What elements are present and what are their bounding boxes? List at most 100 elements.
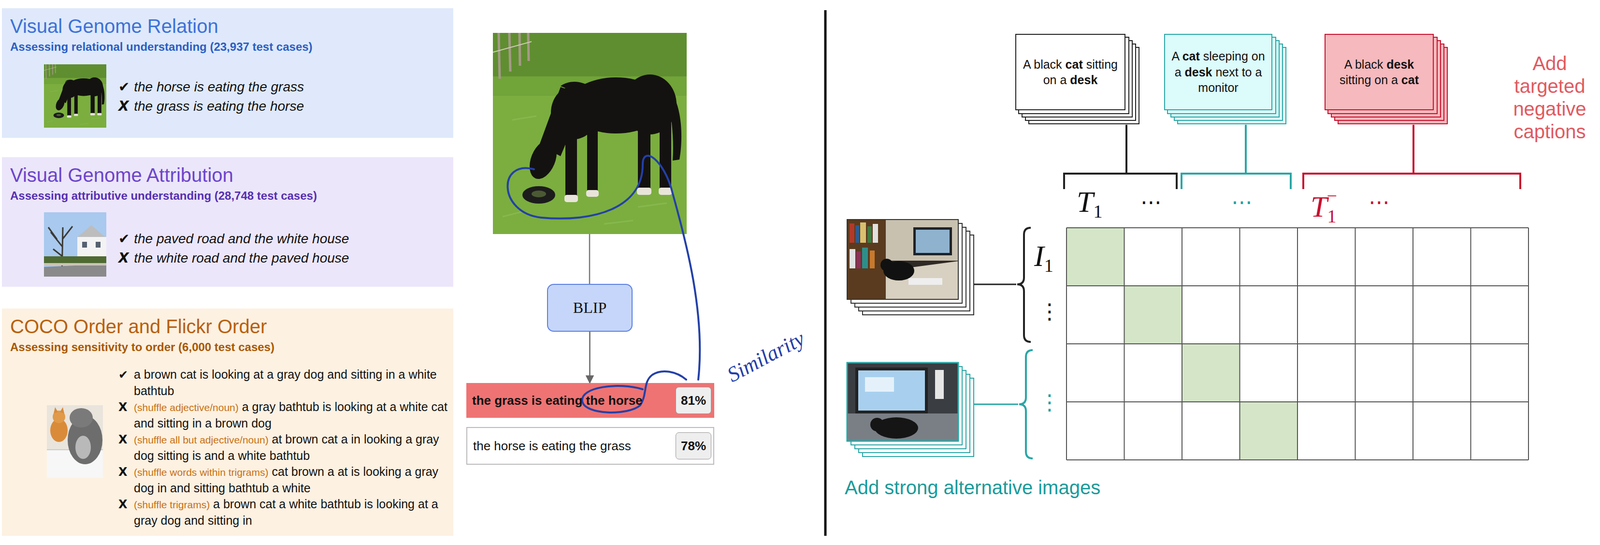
verdict-mark: ✔ bbox=[118, 78, 134, 96]
text-group: A cat sleeping on a desk next to a monit… bbox=[1169, 48, 1267, 96]
handwritten-annotation bbox=[582, 371, 687, 413]
perturbation-tag: (shuffle all but adjective/noun) bbox=[133, 433, 269, 446]
panel-subtitle: Assessing attributive understanding (28,… bbox=[10, 188, 318, 202]
cat-dog-thumbnail bbox=[75, 435, 91, 459]
cat-dog-thumbnail bbox=[59, 406, 65, 414]
cat-dog-thumbnail bbox=[53, 406, 58, 414]
image-stack bbox=[849, 222, 879, 269]
image-stack bbox=[858, 370, 925, 411]
image-stack bbox=[885, 219, 959, 261]
ellipsis: ⋮ bbox=[1038, 391, 1061, 413]
image-stack bbox=[880, 258, 894, 272]
image-stack bbox=[885, 260, 959, 300]
horse-thumbnail bbox=[43, 64, 107, 128]
image-stack bbox=[847, 219, 974, 315]
handwritten-annotation bbox=[507, 155, 700, 413]
text-line: A cat sleeping on a desk next to a monit… bbox=[1169, 48, 1267, 96]
image-stack bbox=[847, 219, 959, 300]
caption-text: the horse is eating the grass bbox=[473, 438, 632, 453]
ellipsis: ⋮ bbox=[1038, 389, 1061, 415]
text-group: ✔the paved road and the white house bbox=[118, 230, 447, 248]
bracket bbox=[1181, 124, 1291, 189]
matrix-axis-label: T bbox=[1310, 189, 1327, 223]
annotation-text: Add strong alternative images bbox=[844, 475, 1101, 499]
image-stack bbox=[872, 223, 879, 243]
cat-dog-thumbnail bbox=[50, 418, 68, 442]
text-line: ✔the paved road and the white house bbox=[118, 230, 447, 248]
annotation-text: Similarity bbox=[722, 325, 809, 388]
ellipsis: ⋮ bbox=[1038, 300, 1061, 322]
text-line: A black cat sitting on a desk bbox=[1021, 56, 1120, 88]
image-stack bbox=[849, 223, 855, 243]
caption-text: a brown cat is looking at a gray dog and… bbox=[133, 367, 437, 398]
ellipsis: ⋯ bbox=[1140, 191, 1162, 213]
image-stack bbox=[850, 223, 963, 303]
link-line bbox=[973, 283, 1017, 286]
horse-photo bbox=[492, 32, 687, 234]
text-line: the horse is eating the grass bbox=[473, 438, 676, 454]
verdict-mark: X bbox=[118, 463, 134, 480]
benchmark-panel: Visual Genome AttributionAssessing attri… bbox=[1, 157, 454, 287]
text-group: 81% bbox=[680, 392, 707, 408]
caption-score-bar: the horse is eating the grass78% bbox=[466, 426, 715, 465]
image-stack bbox=[862, 377, 974, 457]
image-stack bbox=[869, 250, 875, 269]
text-line: Assessing sensitivity to order (6,000 te… bbox=[10, 340, 446, 355]
street-thumbnail bbox=[43, 263, 107, 277]
similarity-matrix bbox=[1066, 227, 1125, 286]
text-line: Assessing attributive understanding (28,… bbox=[10, 188, 446, 203]
key-word: cat bbox=[1401, 72, 1419, 87]
brace bbox=[1017, 227, 1031, 342]
key-word: desk bbox=[1386, 57, 1414, 72]
text-group: Visual Genome Relation bbox=[10, 14, 446, 38]
matrix-axis-label: I bbox=[1034, 239, 1045, 273]
text-line: X(shuffle adjective/noun) a gray bathtub… bbox=[118, 398, 451, 432]
matrix-axis-label: I1 bbox=[1034, 240, 1054, 275]
text-group: Visual Genome Attribution bbox=[10, 163, 446, 187]
image-stack bbox=[847, 219, 886, 300]
image-stack bbox=[858, 230, 970, 311]
text-line: BLIP bbox=[573, 298, 607, 317]
verdict-mark: X bbox=[118, 97, 134, 116]
panel-title: Visual Genome Relation bbox=[10, 15, 219, 37]
matrix-axis-label: 1 bbox=[1093, 201, 1103, 222]
street-thumbnail bbox=[77, 236, 107, 261]
street-thumbnail bbox=[43, 262, 107, 266]
image-stack bbox=[860, 222, 866, 243]
bracket bbox=[1064, 124, 1177, 189]
text-group: ✔the horse is eating the grass bbox=[118, 78, 447, 96]
verdict-mark: X bbox=[118, 249, 134, 267]
cat-dog-thumbnail bbox=[46, 404, 103, 478]
key-word: desk bbox=[1184, 65, 1213, 79]
image-stack bbox=[847, 362, 959, 441]
image-stack bbox=[854, 370, 966, 449]
matrix-axis-label: 1 bbox=[1326, 205, 1337, 227]
image-stack bbox=[856, 251, 861, 269]
caption-text: the grass is eating the horse bbox=[472, 392, 643, 408]
caption-text: A bbox=[1171, 49, 1179, 63]
caption-text: sitting on a bbox=[1339, 72, 1399, 87]
text-line: the grass is eating the horse bbox=[472, 392, 675, 408]
caption-text: the paved road and the white house bbox=[133, 230, 349, 246]
text-group: Assessing sensitivity to order (6,000 te… bbox=[10, 340, 446, 355]
text-line: X(shuffle trigrams) a brown cat a white … bbox=[118, 495, 451, 529]
text-line: COCO Order and Flickr Order bbox=[10, 315, 446, 338]
matrix-axis-label: 1 bbox=[1044, 255, 1054, 276]
caption-text: the horse is eating the grass bbox=[133, 79, 304, 95]
image-stack bbox=[847, 413, 959, 441]
handwritten-annotation bbox=[507, 155, 700, 380]
image-stack bbox=[847, 362, 974, 457]
similarity-matrix bbox=[1124, 285, 1183, 344]
annotation-text: Similarity bbox=[723, 326, 809, 387]
perturbation-tag: (shuffle adjective/noun) bbox=[133, 401, 239, 413]
link-line bbox=[973, 403, 1019, 405]
text-group: the grass is eating the horse bbox=[472, 392, 675, 408]
brace bbox=[1019, 349, 1033, 459]
text-group: Assessing relational understanding (23,9… bbox=[10, 40, 446, 55]
ellipsis: ⋯ bbox=[1231, 189, 1253, 215]
panel-title: Visual Genome Attribution bbox=[10, 164, 234, 186]
cat-dog-thumbnail bbox=[52, 410, 66, 423]
image-stack bbox=[908, 277, 943, 285]
text-group: the horse is eating the grass bbox=[473, 438, 676, 454]
bracket bbox=[1303, 124, 1521, 189]
